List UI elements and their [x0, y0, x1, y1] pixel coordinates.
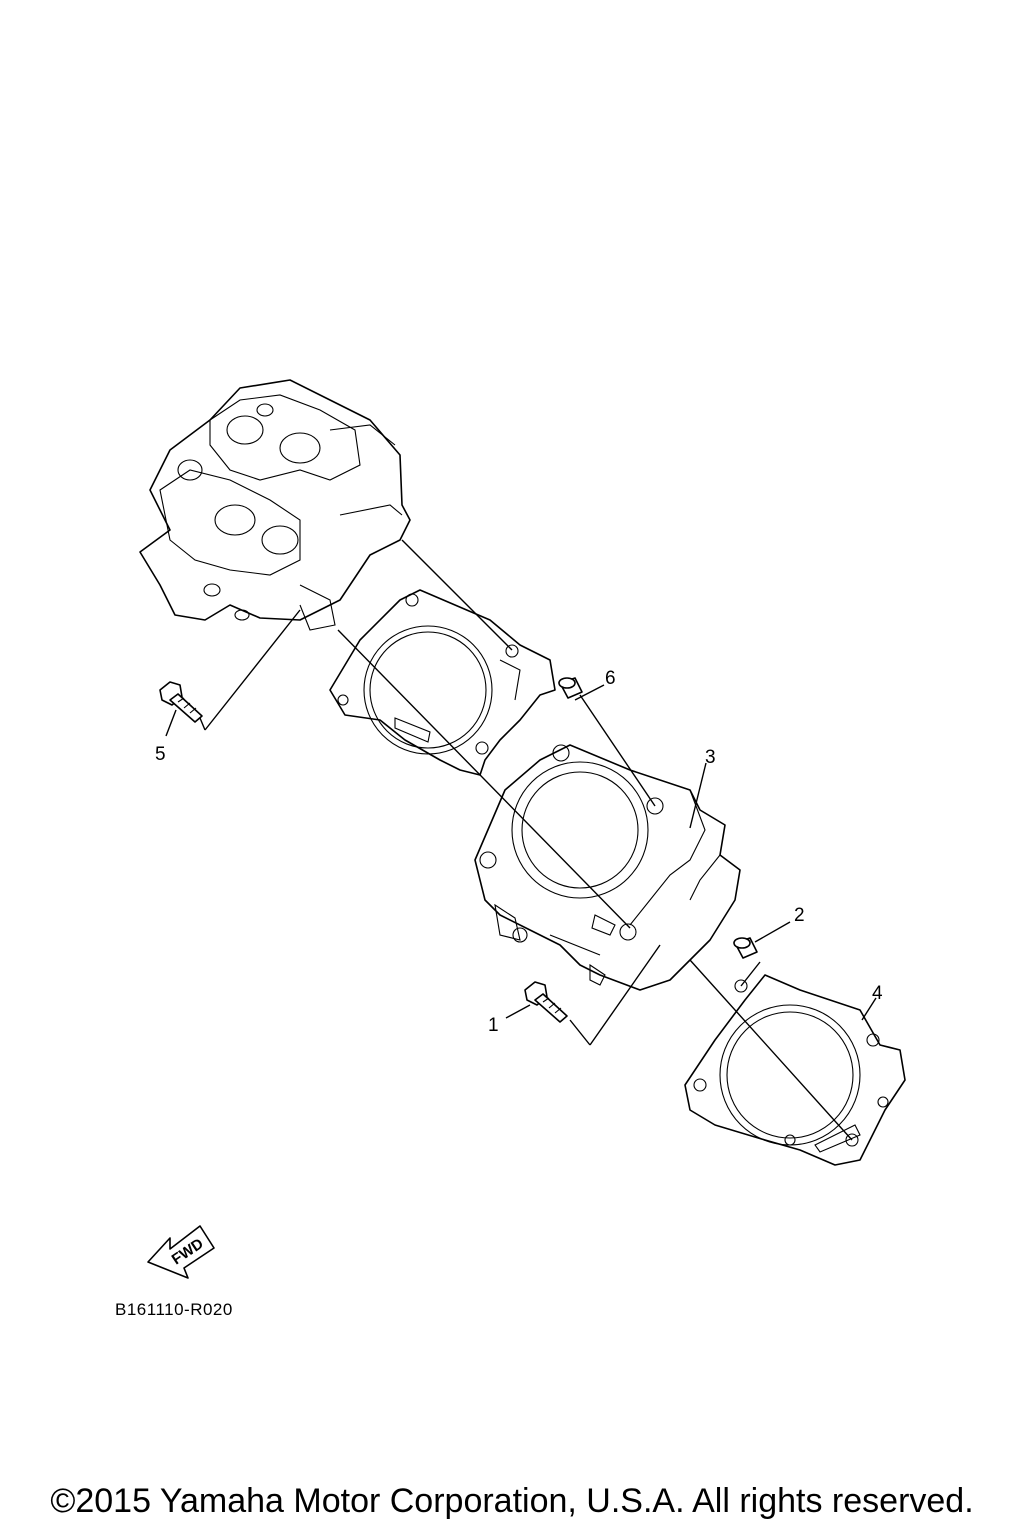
copyright-notice: ©2015 Yamaha Motor Corporation, U.S.A. A… [50, 1482, 974, 1520]
callout-3: 3 [705, 747, 716, 768]
callout-2: 2 [794, 905, 805, 926]
alignment-lines [165, 539, 877, 1141]
cylinder-head [139, 379, 411, 631]
callout-1: 1 [488, 1015, 499, 1036]
bolt-1 [524, 981, 568, 1023]
cylinder-gasket [684, 974, 906, 1166]
callout-6: 6 [605, 668, 616, 689]
dowel-pin-6 [558, 677, 583, 699]
callout-5: 5 [155, 744, 166, 765]
cylinder-head-gasket [329, 589, 556, 776]
callout-labels: 1 2 3 4 5 6 [155, 668, 883, 1036]
bolt-5 [159, 681, 203, 723]
callout-4: 4 [872, 983, 883, 1004]
diagram-code: B161110-R020 [115, 1300, 233, 1319]
fwd-arrow-icon: FWD [147, 1225, 215, 1279]
dowel-pin-2 [733, 937, 758, 959]
cylinder [474, 744, 741, 991]
